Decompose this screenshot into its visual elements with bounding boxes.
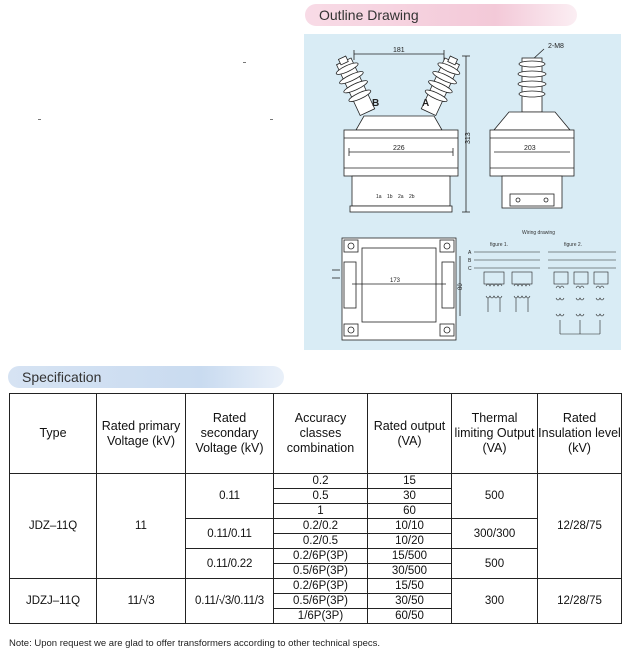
wiring-title: Wiring drawing	[522, 230, 555, 236]
outline-drawing-heading: Outline Drawing	[305, 4, 577, 26]
bushing-label-b: B	[372, 98, 379, 109]
header-rated-primary: Rated primary Voltage (kV)	[96, 393, 186, 474]
cell-insulation-jdz: 12/28/75	[537, 473, 622, 579]
cell-accuracy: 0.5	[273, 488, 368, 504]
cell-accuracy: 0.2/6P(3P)	[273, 548, 368, 564]
cell-output: 10/20	[367, 533, 452, 549]
header-thermal: Thermal limiting Output (VA)	[451, 393, 538, 474]
cell-thermal-3: 500	[451, 548, 538, 579]
table-row: 0.5/6P(3P) 30/50	[10, 593, 622, 609]
table-row: 0.11/0.22 0.2/6P(3P) 15/500 500	[10, 548, 622, 579]
specification-heading: Specification	[8, 366, 284, 388]
cell-output: 30/500	[367, 563, 452, 579]
cell-output: 60/50	[367, 608, 452, 624]
cell-accuracy: 0.2/0.2	[273, 518, 368, 534]
header-rated-output: Rated output (VA)	[367, 393, 452, 474]
cell-thermal-jdzj: 300	[451, 578, 538, 624]
specification-title: Specification	[22, 369, 102, 385]
terminal-1b: 1b	[387, 194, 393, 200]
cell-secondary-jdzj: 0.11/√3/0.11/3	[185, 578, 274, 624]
wiring-figure1: figure 1.	[490, 242, 508, 248]
cell-accuracy: 1	[273, 503, 368, 519]
specification-table: Type Rated primary Voltage (kV) Rated se…	[9, 393, 622, 624]
front-view: 181 B A	[335, 47, 472, 213]
dim-width-top: 181	[393, 47, 405, 54]
cell-accuracy: 0.5/6P(3P)	[273, 593, 368, 609]
side-view: 2-M8 203	[489, 43, 575, 209]
phase-c: C	[468, 266, 472, 272]
dim-width-mid-right: 203	[524, 145, 536, 152]
cell-insulation-jdzj: 12/28/75	[537, 578, 622, 624]
cell-output: 30/50	[367, 593, 452, 609]
cell-secondary-2: 0.11/0.11	[185, 518, 274, 549]
table-row: JDZJ–11Q 11/√3 0.11/√3/0.11/3 0.2/6P(3P)…	[9, 578, 622, 624]
outline-drawing-title: Outline Drawing	[319, 7, 419, 23]
cell-secondary-3: 0.11/0.22	[185, 548, 274, 579]
cell-output: 10/10	[367, 518, 452, 534]
table-row: 0.11/0.11 0.2/0.2 10/10 300/300	[10, 518, 622, 549]
footnote: Note: Upon request we are glad to offer …	[9, 638, 381, 649]
wiring-drawing: Wiring drawing figure 1. figure 2. A B C	[468, 230, 616, 335]
table-header-row: Type Rated primary Voltage (kV) Rated se…	[9, 393, 622, 474]
cell-output: 15/50	[367, 578, 452, 594]
label-2-m8: 2-M8	[548, 43, 564, 50]
header-insulation: Rated Insulation level (kV)	[537, 393, 622, 474]
cell-thermal-1: 500	[451, 473, 538, 519]
outline-drawing-panel: 181 B A	[304, 34, 621, 350]
header-type: Type	[9, 393, 97, 474]
dim-plan-side: 80	[458, 283, 464, 290]
outline-drawing-figure: 181 B A	[332, 43, 616, 341]
terminal-2a: 2a	[398, 194, 404, 200]
cell-accuracy: 0.2	[273, 473, 368, 489]
cell-primary-jdzj: 11/√3	[96, 578, 186, 624]
plan-view: 173 80	[332, 237, 464, 341]
speck	[270, 119, 273, 120]
dim-height-right: 313	[465, 132, 472, 144]
wiring-figure2: figure 2.	[564, 242, 582, 248]
cell-output: 15/500	[367, 548, 452, 564]
cell-primary-jdz: 11	[96, 473, 186, 579]
cell-output: 60	[367, 503, 452, 519]
cell-accuracy: 0.5/6P(3P)	[273, 563, 368, 579]
cell-accuracy: 0.2/0.5	[273, 533, 368, 549]
table-row: 0.2/0.5 10/20	[10, 533, 622, 549]
terminal-1a: 1a	[376, 194, 382, 200]
cell-accuracy: 1/6P(3P)	[273, 608, 368, 624]
bushing-label-a: A	[422, 98, 429, 109]
dim-width-mid-left: 226	[393, 145, 405, 152]
cell-accuracy: 0.2/6P(3P)	[273, 578, 368, 594]
terminal-2b: 2b	[409, 194, 415, 200]
phase-b: B	[468, 258, 472, 264]
cell-secondary-1: 0.11	[185, 473, 274, 519]
speck	[243, 62, 246, 63]
cell-type-jdz: JDZ–11Q	[9, 473, 97, 579]
table-row: 1/6P(3P) 60/50	[10, 608, 622, 624]
header-accuracy: Accuracy classes combination	[273, 393, 368, 474]
cell-output: 30	[367, 488, 452, 504]
cell-type-jdzj: JDZJ–11Q	[9, 578, 97, 624]
cell-output: 15	[367, 473, 452, 489]
table-row: JDZ–11Q 11 0.11 0.2 15 500 12/28/75	[9, 473, 622, 579]
header-rated-secondary: Rated secondary Voltage (kV)	[185, 393, 274, 474]
speck	[38, 119, 41, 120]
phase-a: A	[468, 250, 472, 256]
dim-plan-inner: 173	[390, 278, 401, 284]
cell-thermal-2: 300/300	[451, 518, 538, 549]
